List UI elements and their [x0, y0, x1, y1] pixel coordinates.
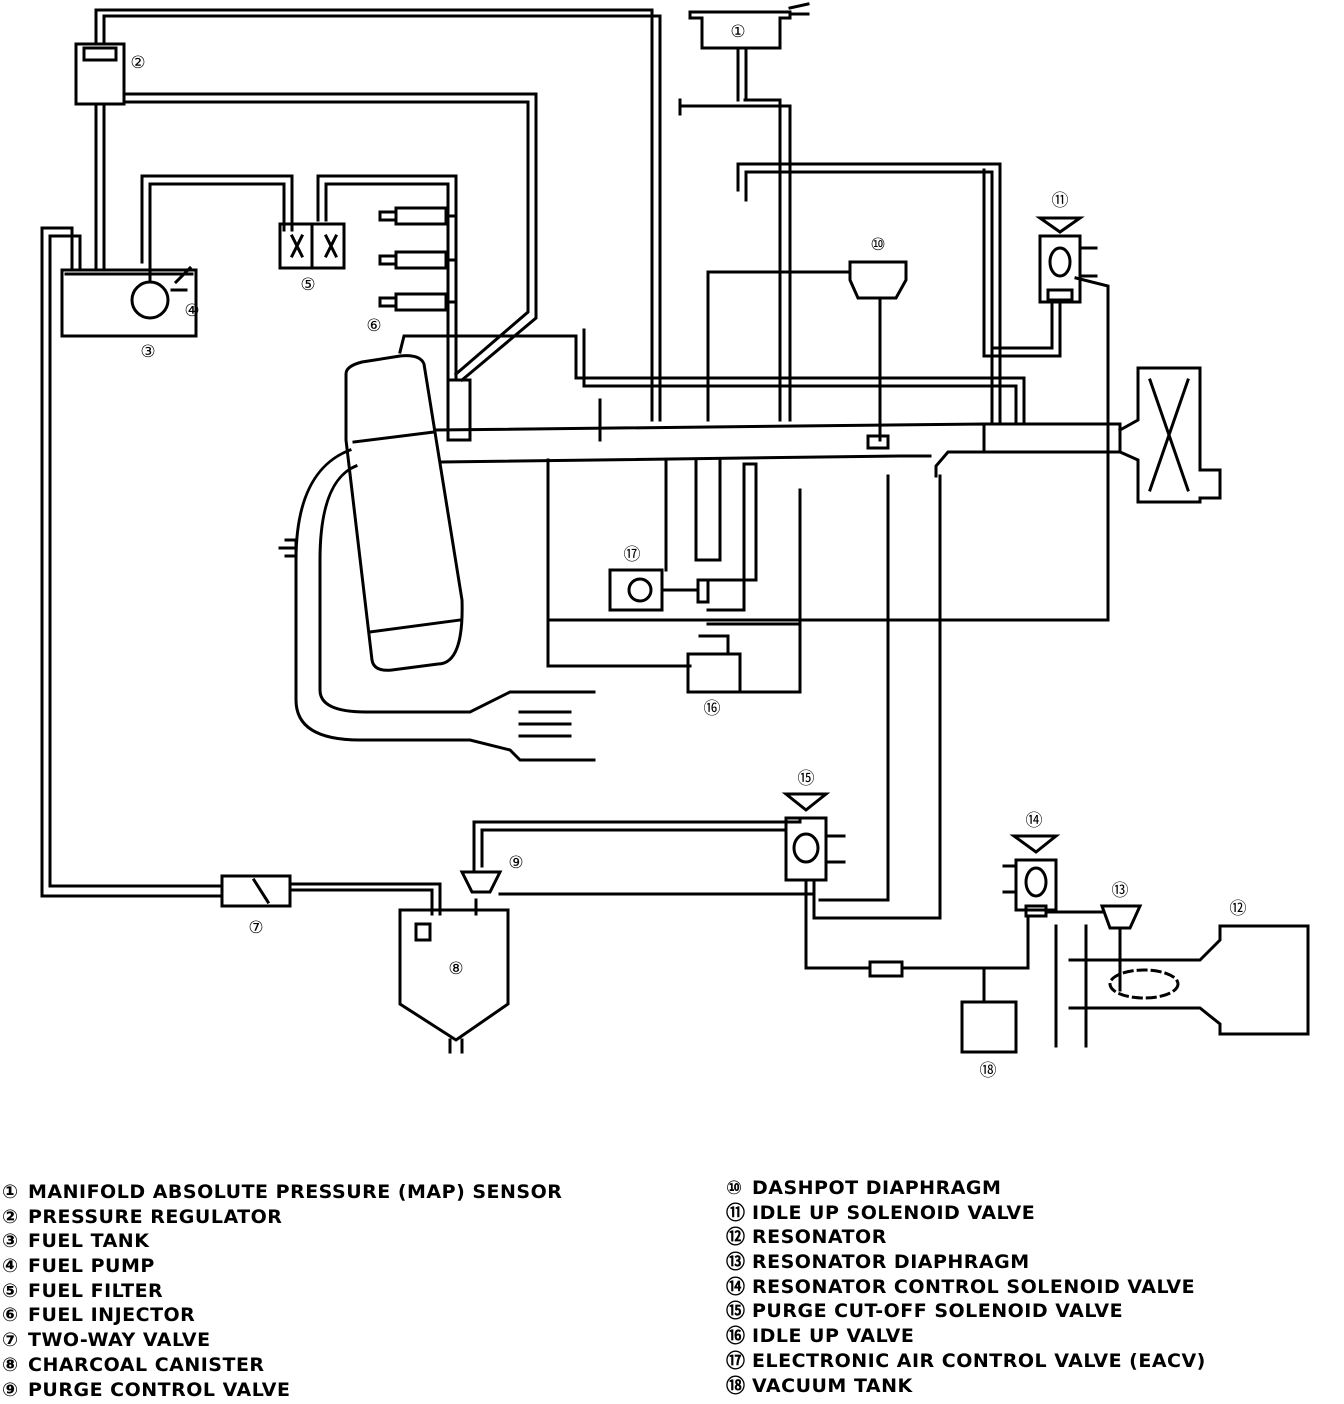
callout-15: ⑮: [798, 769, 815, 789]
callout-2: ②: [130, 53, 145, 73]
legend-item-4: ④ FUEL PUMP: [2, 1254, 562, 1279]
legend-item-1: ① MANIFOLD ABSOLUTE PRESSURE (MAP) SENSOR: [2, 1180, 562, 1205]
resonator: [1054, 904, 1310, 1048]
legend-num: ①: [2, 1181, 19, 1203]
legend-right: ⑩ DASHPOT DIAPHRAGM ⑪ IDLE UP SOLENOID VAL…: [726, 1176, 1206, 1398]
idle-up-solenoid: [1035, 216, 1098, 304]
legend-num: ⑥: [2, 1304, 19, 1327]
vacuum-lines-upper: [398, 162, 1110, 622]
legend-item-15: ⑮ PURGE CUT-OFF SOLENOID VALVE: [726, 1299, 1206, 1324]
legend-label: FUEL FILTER: [28, 1279, 164, 1302]
charcoal-canister: [398, 898, 510, 1054]
legend-num: ⑬: [726, 1251, 746, 1274]
legend-item-13: ⑬ RESONATOR DIAPHRAGM: [726, 1250, 1206, 1275]
callout-14: ⑭: [1026, 811, 1043, 831]
callout-1: ①: [730, 22, 745, 42]
legend-item-8: ⑧ CHARCOAL CANISTER: [2, 1353, 562, 1378]
legend-num: ⑮: [726, 1300, 746, 1323]
pressure-regulator: [74, 42, 126, 272]
legend-item-17: ⑰ ELECTRONIC AIR CONTROL VALVE (EACV): [726, 1349, 1206, 1374]
purge-control-valve: [459, 816, 816, 896]
legend-num: ②: [2, 1205, 19, 1228]
callout-16: ⑯: [704, 699, 721, 719]
dashpot-diaphragm: [848, 260, 908, 450]
legend-num: ⑪: [726, 1201, 746, 1224]
legend-num: ⑱: [726, 1374, 746, 1397]
legend-label: ELECTRONIC AIR CONTROL VALVE (EACV): [752, 1349, 1206, 1372]
vacuum-hose-diagram: ① ② ③ ④ ⑤ ⑥ ⑦ ⑧ ⑨ ⑩ ⑪ ⑫ ⑬ ⑭ ⑮ ⑯ ⑰ ⑱: [40, 2, 1310, 1081]
regulator-hoses: [94, 8, 662, 422]
legend-num: ⑧: [2, 1353, 19, 1376]
legend-item-10: ⑩ DASHPOT DIAPHRAGM: [726, 1176, 1206, 1201]
callout-10: ⑩: [870, 235, 885, 255]
legend-num: ⑤: [2, 1279, 19, 1302]
legend-label: FUEL PUMP: [28, 1255, 155, 1278]
legend-label: FUEL INJECTOR: [28, 1304, 196, 1327]
legend-num: ③: [2, 1230, 19, 1253]
legend-item-2: ② PRESSURE REGULATOR: [2, 1205, 562, 1230]
legend-item-18: ⑱ VACUUM TANK: [726, 1374, 1206, 1399]
legend-left: ① MANIFOLD ABSOLUTE PRESSURE (MAP) SENSOR…: [2, 1180, 562, 1402]
callout-17: ⑰: [624, 545, 641, 565]
legend-num: ⑫: [726, 1226, 746, 1249]
map-hoses: [678, 98, 792, 422]
purge-cutoff-solenoid: [781, 474, 942, 970]
legend-item-11: ⑪ IDLE UP SOLENOID VALVE: [726, 1201, 1206, 1226]
legend-num: ⑦: [2, 1329, 19, 1352]
callout-3: ③: [140, 342, 155, 362]
legend-num: ⑨: [2, 1378, 19, 1401]
idle-up-valve: [686, 488, 802, 694]
callout-5: ⑤: [300, 275, 315, 295]
resonator-solenoid: [1002, 834, 1104, 918]
legend-item-9: ⑨ PURGE CONTROL VALVE: [2, 1378, 562, 1403]
callout-4: ④: [184, 301, 199, 321]
callout-7: ⑦: [248, 918, 263, 938]
fuel-tank: [60, 258, 198, 338]
legend-label: VACUUM TANK: [752, 1374, 913, 1397]
legend-num: ⑩: [726, 1177, 743, 1199]
legend-label: IDLE UP VALVE: [752, 1325, 915, 1348]
fuel-injectors: [378, 206, 458, 312]
callout-8: ⑧: [448, 959, 463, 979]
legend-label: CHARCOAL CANISTER: [28, 1353, 265, 1376]
legend-label: RESONATOR: [752, 1226, 887, 1249]
legend-item-12: ⑫ RESONATOR: [726, 1225, 1206, 1250]
legend-label: PURGE CUT-OFF SOLENOID VALVE: [752, 1300, 1124, 1323]
callout-18: ⑱: [980, 1061, 997, 1081]
intake-manifold: [434, 366, 1222, 504]
callout-11: ⑪: [1052, 191, 1069, 211]
legend-item-7: ⑦ TWO-WAY VALVE: [2, 1328, 562, 1353]
legend-label: RESONATOR CONTROL SOLENOID VALVE: [752, 1275, 1196, 1298]
legend-label: MANIFOLD ABSOLUTE PRESSURE (MAP) SENSOR: [28, 1181, 563, 1203]
legend-label: PURGE CONTROL VALVE: [28, 1378, 291, 1401]
two-way-valve: [220, 874, 442, 916]
legend-num: ⑰: [726, 1349, 746, 1372]
legend-label: PRESSURE REGULATOR: [28, 1205, 283, 1228]
legend-item-5: ⑤ FUEL FILTER: [2, 1279, 562, 1304]
callout-13: ⑬: [1112, 881, 1129, 901]
map-sensor: [688, 2, 810, 102]
fuel-filter: [278, 222, 346, 270]
engine-block: [344, 354, 472, 672]
legend-num: ④: [2, 1255, 19, 1278]
callout-6: ⑥: [366, 316, 381, 336]
vacuum-tank: [868, 914, 1030, 1054]
callout-12: ⑫: [1230, 899, 1247, 919]
fuel-lines: [40, 174, 458, 898]
legend-label: IDLE UP SOLENOID VALVE: [752, 1201, 1036, 1224]
legend-item-16: ⑯ IDLE UP VALVE: [726, 1324, 1206, 1349]
legend-num: ⑯: [726, 1325, 746, 1348]
eacv: [546, 458, 758, 668]
exhaust-pipe: [278, 448, 596, 762]
legend-label: DASHPOT DIAPHRAGM: [752, 1177, 1002, 1199]
legend-num: ⑭: [726, 1275, 746, 1298]
legend-item-14: ⑭ RESONATOR CONTROL SOLENOID VALVE: [726, 1275, 1206, 1300]
legend-label: TWO-WAY VALVE: [28, 1329, 211, 1352]
legend-item-3: ③ FUEL TANK: [2, 1229, 562, 1254]
legend-item-6: ⑥ FUEL INJECTOR: [2, 1303, 562, 1328]
legend-label: FUEL TANK: [28, 1230, 150, 1253]
legend-label: RESONATOR DIAPHRAGM: [752, 1251, 1030, 1274]
callout-9: ⑨: [508, 853, 523, 873]
